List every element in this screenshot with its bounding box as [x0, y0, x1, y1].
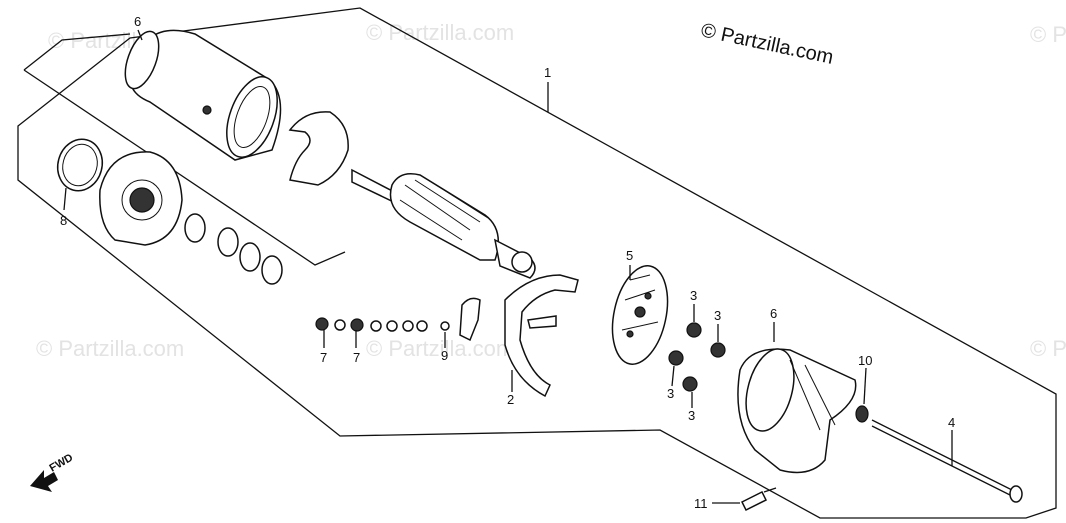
- copyright-text: © Partzilla.com: [699, 19, 835, 69]
- callout-3-top: 3: [690, 288, 697, 303]
- callout-3-left: 3: [667, 386, 674, 401]
- callout-8: 8: [60, 213, 67, 228]
- watermark: © Partzilla.com: [1030, 336, 1066, 361]
- nut-group: [668, 322, 726, 392]
- brush-holder-plate: [504, 274, 579, 398]
- mounting-bolt: [740, 487, 777, 512]
- leader-lines: [63, 29, 953, 504]
- watermark: © Partzilla.com: [36, 336, 184, 361]
- assembly-outline: [17, 7, 1057, 519]
- callout-9: 9: [441, 348, 448, 363]
- yoke-housing: [124, 29, 282, 161]
- callout-10: 10: [858, 353, 872, 368]
- callout-7-right: 7: [353, 350, 360, 365]
- o-ring: [56, 138, 104, 192]
- callout-6-left: 6: [134, 14, 141, 29]
- fwd-label: FWD: [48, 452, 76, 475]
- callout-11: 11: [694, 496, 708, 511]
- callout-3-bottom: 3: [688, 408, 695, 423]
- fwd-arrow-icon: [30, 470, 58, 492]
- washer-stack: [184, 213, 283, 285]
- armature: [351, 168, 536, 279]
- washer-10: [855, 405, 869, 423]
- rear-cover: [737, 348, 857, 474]
- through-bolt: [871, 419, 1023, 503]
- watermark: © Partzilla.com: [1030, 22, 1066, 47]
- callout-5: 5: [626, 248, 633, 263]
- callout-2: 2: [507, 392, 514, 407]
- watermark-layer: © Partzilla.com © Partzilla.com © Partzi…: [36, 20, 1066, 361]
- sub-assembly-outline: [23, 33, 346, 266]
- brush-holder-disk: [611, 265, 669, 365]
- callout-4: 4: [948, 415, 955, 430]
- terminal-fastener-row: [315, 317, 450, 332]
- magnet-segment: [288, 111, 349, 186]
- fwd-indicator: FWD: [30, 452, 75, 492]
- callout-6-right: 6: [770, 306, 777, 321]
- callout-labels: 1 6 8 2 7 7 9 5 3 3 3 3 6 10 4 11: [60, 14, 955, 511]
- callout-1: 1: [544, 65, 551, 80]
- callout-3-right: 3: [714, 308, 721, 323]
- watermark: © Partzilla.com: [366, 20, 514, 45]
- callout-7-left: 7: [320, 350, 327, 365]
- watermark: © Partzilla.com: [366, 336, 514, 361]
- front-cover: [99, 151, 183, 246]
- brush-bracket: [459, 297, 481, 342]
